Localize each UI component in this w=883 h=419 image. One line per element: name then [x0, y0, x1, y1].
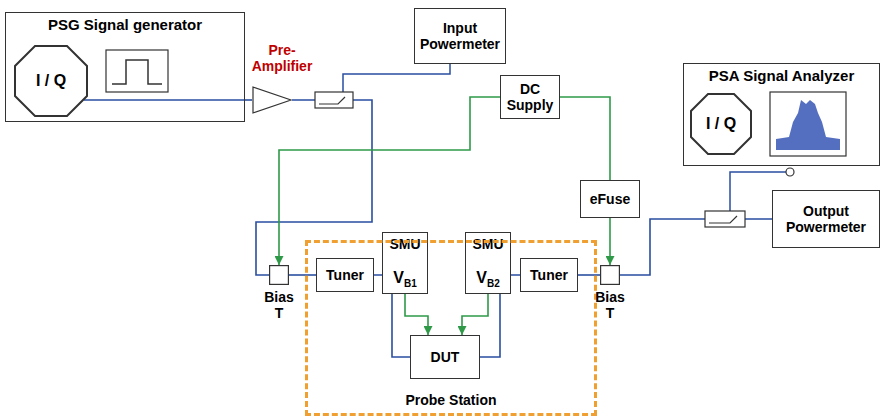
node-label: I / Q: [14, 72, 88, 90]
pulse-icon-box: [106, 50, 168, 92]
node-label: PSA Signal Analyzer: [684, 64, 879, 84]
connector: [462, 294, 488, 335]
dc-supply: DC Supply: [500, 75, 560, 119]
node-label: Bias T: [590, 289, 630, 321]
node-label: DC Supply: [503, 81, 557, 113]
connector: [256, 100, 372, 275]
tuner-box: Tuner: [316, 258, 374, 292]
connector: [609, 218, 611, 265]
efuse: eFuse: [580, 180, 640, 218]
connector: [560, 97, 610, 180]
node-label: I / Q: [690, 115, 752, 133]
node-label: Bias T: [259, 289, 299, 321]
node-label: Pre-Amplifier: [244, 42, 320, 74]
connector: [245, 99, 252, 101]
octagon-outline: [15, 46, 87, 116]
node-label: Probe Station: [308, 392, 594, 408]
node-label: SMU: [389, 236, 420, 252]
bias-tee: Bias T: [590, 265, 630, 323]
node-label: Output Powermeter: [775, 203, 877, 235]
connector: [620, 219, 772, 275]
input-powermeter: Input Powermeter: [414, 8, 506, 64]
pre-amplifier: Pre-Amplifier: [244, 42, 320, 120]
spectrum-symbol: [776, 100, 840, 150]
signal-generator: PSG Signal generator I / Q: [5, 12, 245, 122]
pulse-symbol: [112, 60, 162, 84]
node-label: Input Powermeter: [417, 20, 503, 52]
node-sublabel: VB1: [393, 269, 416, 289]
connector: [405, 294, 428, 335]
directional-coupler: [705, 211, 745, 227]
node-label: eFuse: [590, 191, 630, 207]
node-label: Tuner: [530, 267, 568, 283]
probe-station: Probe Station TunerDUT Tuner: [305, 240, 597, 416]
bias-tee-square: [600, 265, 620, 285]
bias-tee: Bias T: [259, 265, 299, 323]
coupler-line: [319, 97, 345, 104]
analyzer-input-port: [786, 168, 794, 176]
square-outline: [270, 266, 289, 285]
directional-coupler: [315, 92, 353, 108]
bias-tee-square: [269, 265, 289, 285]
octagon-outline: [691, 94, 751, 154]
rf-cable: [343, 64, 450, 92]
output-powermeter: Output Powermeter: [772, 190, 880, 248]
coupler-line: [709, 216, 737, 223]
node-label: PSG Signal generator: [6, 13, 244, 33]
connector: [289, 274, 316, 276]
tuner-box: Tuner: [520, 258, 578, 292]
node-label: DUT: [431, 349, 460, 365]
node-sublabel: VB2: [476, 269, 499, 289]
iq-demodulator: I / Q: [690, 93, 752, 155]
rf-cable: [84, 99, 245, 101]
node-label: Tuner: [326, 267, 364, 283]
amplifier-triangle: [252, 86, 292, 114]
square-outline: [601, 266, 620, 285]
spectrum-icon-box: [770, 92, 846, 156]
dut-box: DUT: [410, 335, 480, 379]
iq-modulator: I / Q: [14, 45, 88, 117]
triangle-outline: [253, 87, 291, 113]
signal-analyzer: PSA Signal Analyzer I / Q: [683, 63, 880, 166]
node-label: SMU: [472, 236, 503, 252]
